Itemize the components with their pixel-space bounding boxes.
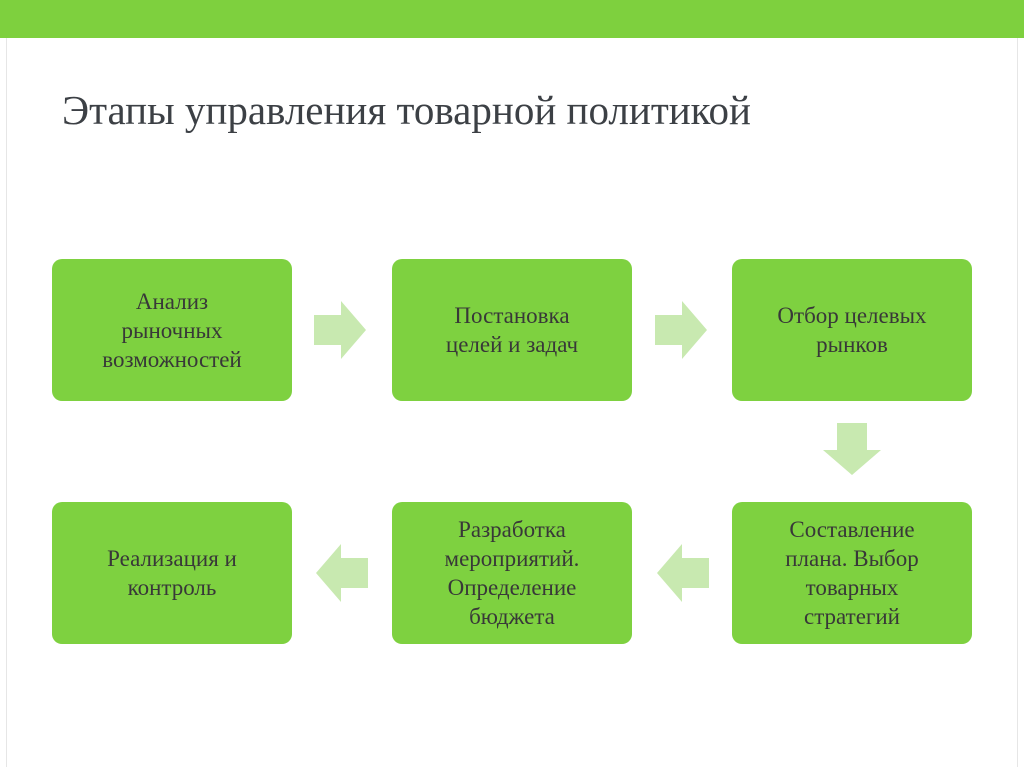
step-box-6: Реализация и контроль [52,502,292,644]
step-label-3: Отбор целевых рынков [777,303,927,357]
arrow-down-icon [823,423,881,475]
arrow-left-icon [657,544,709,602]
arrow-right-icon [655,301,707,359]
step-label-5: Разработка мероприятий. Определение бюдж… [444,517,580,629]
left-border-line [6,38,7,767]
step-label-6: Реализация и контроль [107,546,237,600]
step-label-4: Составление плана. Выбор товарных страте… [785,517,919,629]
arrow-left-icon [316,544,368,602]
step-label-1: Анализ рыночных возможностей [102,288,242,372]
step-box-5: Разработка мероприятий. Определение бюдж… [392,502,632,644]
step-box-3: Отбор целевых рынков [732,259,972,401]
arrow-right-icon [314,301,366,359]
top-accent-bar [0,0,1024,38]
step-box-4: Составление плана. Выбор товарных страте… [732,502,972,644]
step-box-1: Анализ рыночных возможностей [52,259,292,401]
step-box-2: Постановка целей и задач [392,259,632,401]
right-border-line [1017,38,1018,767]
step-label-2: Постановка целей и задач [445,303,579,357]
slide-title: Этапы управления товарной политикой [62,87,751,133]
